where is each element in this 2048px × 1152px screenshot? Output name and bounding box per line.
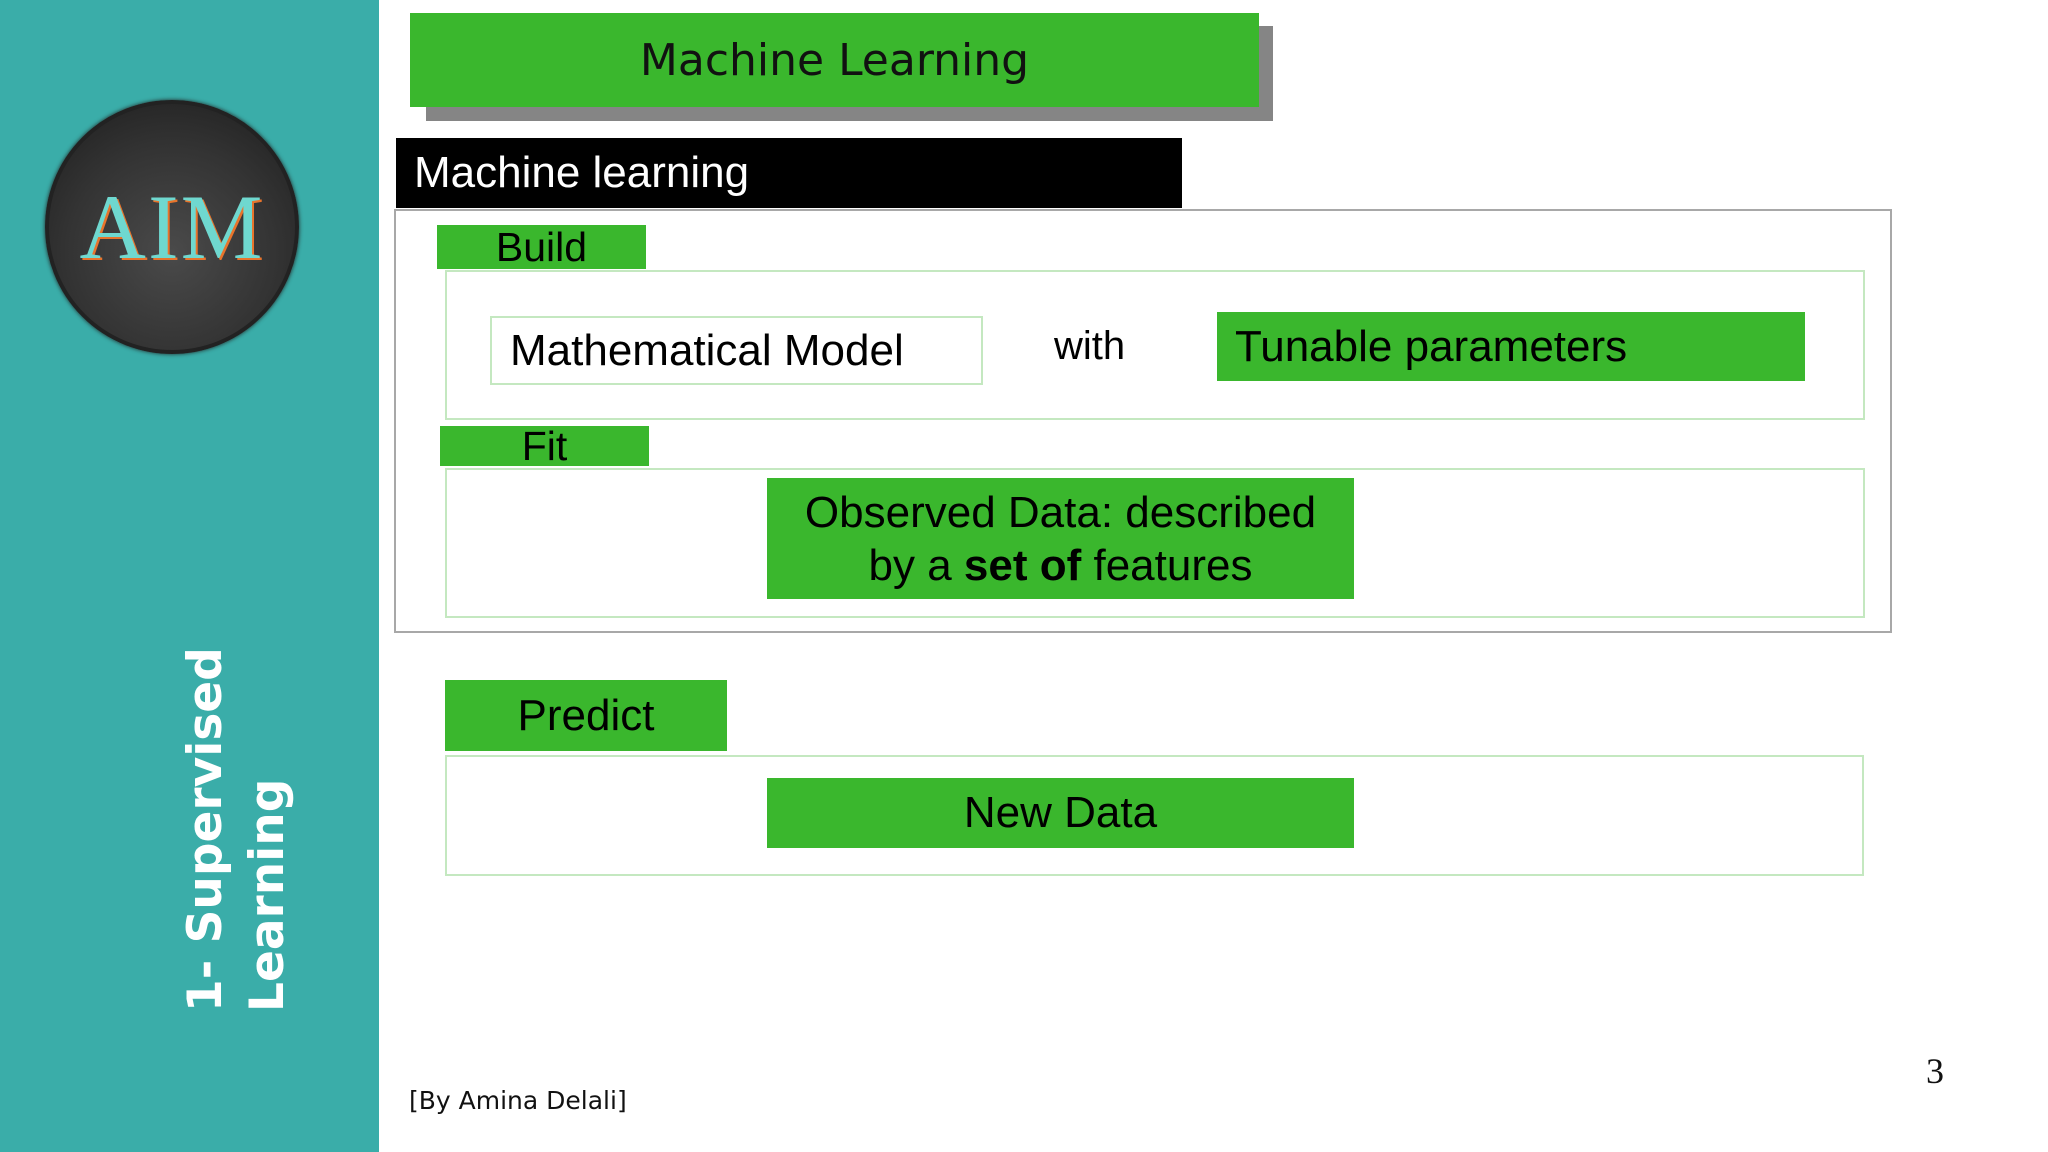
- observed-data-text: by a: [868, 540, 964, 590]
- predict-label: Predict: [445, 680, 727, 751]
- predict-section: [445, 755, 1864, 876]
- observed-data-text: features: [1081, 540, 1253, 590]
- mathematical-model-box: Mathematical Model: [490, 316, 983, 385]
- fit-label: Fit: [440, 423, 649, 469]
- page-number: 3: [1926, 1051, 1944, 1091]
- section-title-line2: Learning: [240, 778, 295, 1012]
- logo-text: AIM: [79, 176, 265, 278]
- new-data-box: New Data: [767, 778, 1354, 848]
- slide-title: Machine Learning: [410, 13, 1259, 107]
- observed-data-bold: set of: [963, 540, 1082, 590]
- subtitle-bar: Machine learning: [396, 138, 1182, 208]
- observed-data-text: Observed Data: described: [804, 487, 1317, 537]
- footer-author: [By Amina Delali]: [409, 1086, 627, 1115]
- build-label: Build: [437, 224, 646, 270]
- connector-text: with: [1054, 324, 1126, 368]
- fit-section: [445, 468, 1865, 618]
- tunable-parameters-box: Tunable parameters: [1217, 312, 1805, 381]
- aim-logo: AIM: [45, 100, 299, 354]
- process-panel: [394, 209, 1892, 633]
- section-title-line1: 1- Supervised: [178, 647, 233, 1012]
- build-section: [445, 270, 1865, 420]
